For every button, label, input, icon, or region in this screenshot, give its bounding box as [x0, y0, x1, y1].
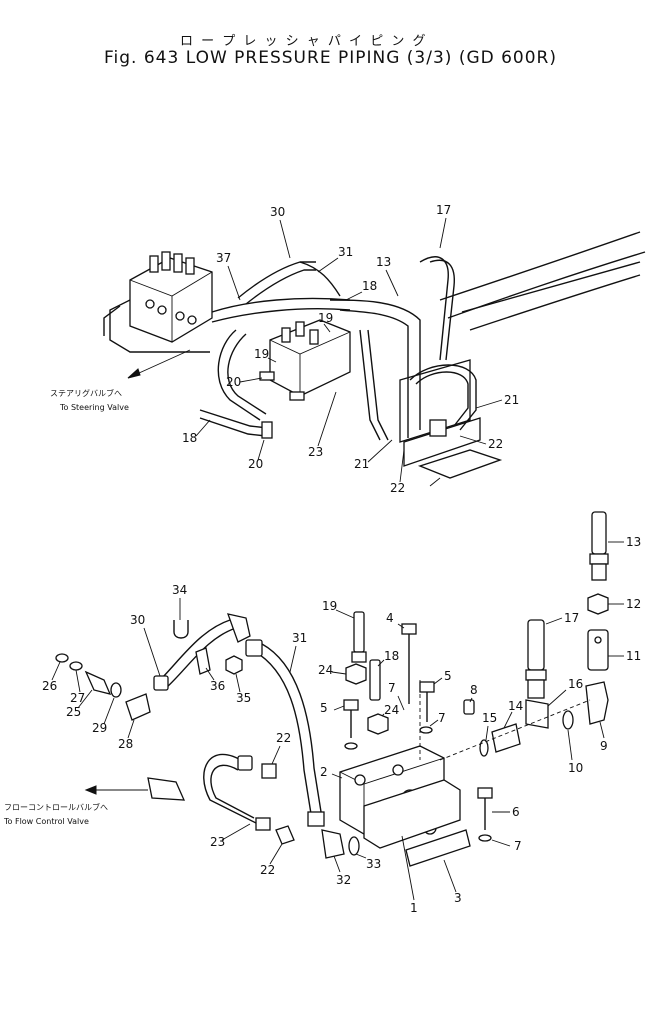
- callout: 19: [254, 347, 269, 361]
- note-steering-en: To Steering Valve: [59, 403, 129, 412]
- callout: 36: [210, 679, 225, 693]
- callout: 21: [504, 393, 519, 407]
- lower-callouts: 13 12 34 30 31 17 11 19 4 16 26 27 36 35…: [42, 535, 641, 915]
- callout: 21: [354, 457, 369, 471]
- callout: 30: [270, 205, 285, 219]
- upper-assembly-view: [103, 231, 646, 487]
- lower-exploded-view: [55, 511, 609, 867]
- main-valve-block: [339, 745, 461, 849]
- note-flow-jp: フローコントロールバルブへ: [4, 802, 108, 812]
- right-valve-bracket: [399, 359, 481, 467]
- callout: 16: [568, 677, 583, 691]
- steering-valve-block: [129, 251, 213, 343]
- callout: 22: [276, 731, 291, 745]
- callout: 11: [626, 649, 641, 663]
- callout: 4: [386, 611, 394, 625]
- callout: 19: [318, 311, 333, 325]
- callout: 18: [362, 279, 377, 293]
- callout: 10: [568, 761, 583, 775]
- callout: 27: [70, 691, 85, 705]
- callout: 22: [260, 863, 275, 877]
- figure-title: Fig. 643 LOW PRESSURE PIPING (3/3) (GD 6…: [104, 48, 558, 68]
- callout: 12: [626, 597, 641, 611]
- callout: 9: [600, 739, 608, 753]
- callout: 7: [514, 839, 522, 853]
- callout: 37: [216, 251, 231, 265]
- callout: 24: [318, 663, 333, 677]
- note-steering-jp: ステアリグバルブへ: [50, 388, 122, 398]
- callout: 13: [626, 535, 641, 549]
- callout: 25: [66, 705, 81, 719]
- callout: 5: [320, 701, 328, 715]
- callout: 14: [508, 699, 523, 713]
- callout: 5: [444, 669, 452, 683]
- callout: 31: [338, 245, 353, 259]
- upper-callouts: 30 31 17 37 13 18 19 19 20 21 18 23 20 2…: [182, 203, 519, 495]
- callout: 34: [172, 583, 187, 597]
- callout: 30: [130, 613, 145, 627]
- callout: 17: [436, 203, 451, 217]
- note-flow-en: To Flow Control Valve: [3, 817, 89, 826]
- callout: 8: [470, 683, 478, 697]
- callout: 15: [482, 711, 497, 725]
- callout: 6: [512, 805, 520, 819]
- callout: 22: [488, 437, 503, 451]
- callout: 24: [384, 703, 399, 717]
- callout: 18: [384, 649, 399, 663]
- callout: 7: [438, 711, 446, 725]
- callout: 13: [376, 255, 391, 269]
- callout: 3: [454, 891, 462, 905]
- callout: 31: [292, 631, 307, 645]
- callout: 18: [182, 431, 197, 445]
- callout: 17: [564, 611, 579, 625]
- title-japanese: ロ ー プ レ ッ シ ャ パ イ ピ ン グ: [180, 34, 428, 49]
- callout: 2: [320, 765, 328, 779]
- callout: 33: [366, 857, 381, 871]
- callout: 32: [336, 873, 351, 887]
- callout: 23: [308, 445, 323, 459]
- center-valve-block: [259, 319, 351, 401]
- callout: 22: [390, 481, 405, 495]
- callout: 23: [210, 835, 225, 849]
- callout: 19: [322, 599, 337, 613]
- callout: 26: [42, 679, 57, 693]
- callout: 28: [118, 737, 133, 751]
- callout: 20: [248, 457, 263, 471]
- callout: 1: [410, 901, 418, 915]
- callout: 7: [388, 681, 396, 695]
- callout: 29: [92, 721, 107, 735]
- callout: 20: [226, 375, 241, 389]
- callout: 35: [236, 691, 251, 705]
